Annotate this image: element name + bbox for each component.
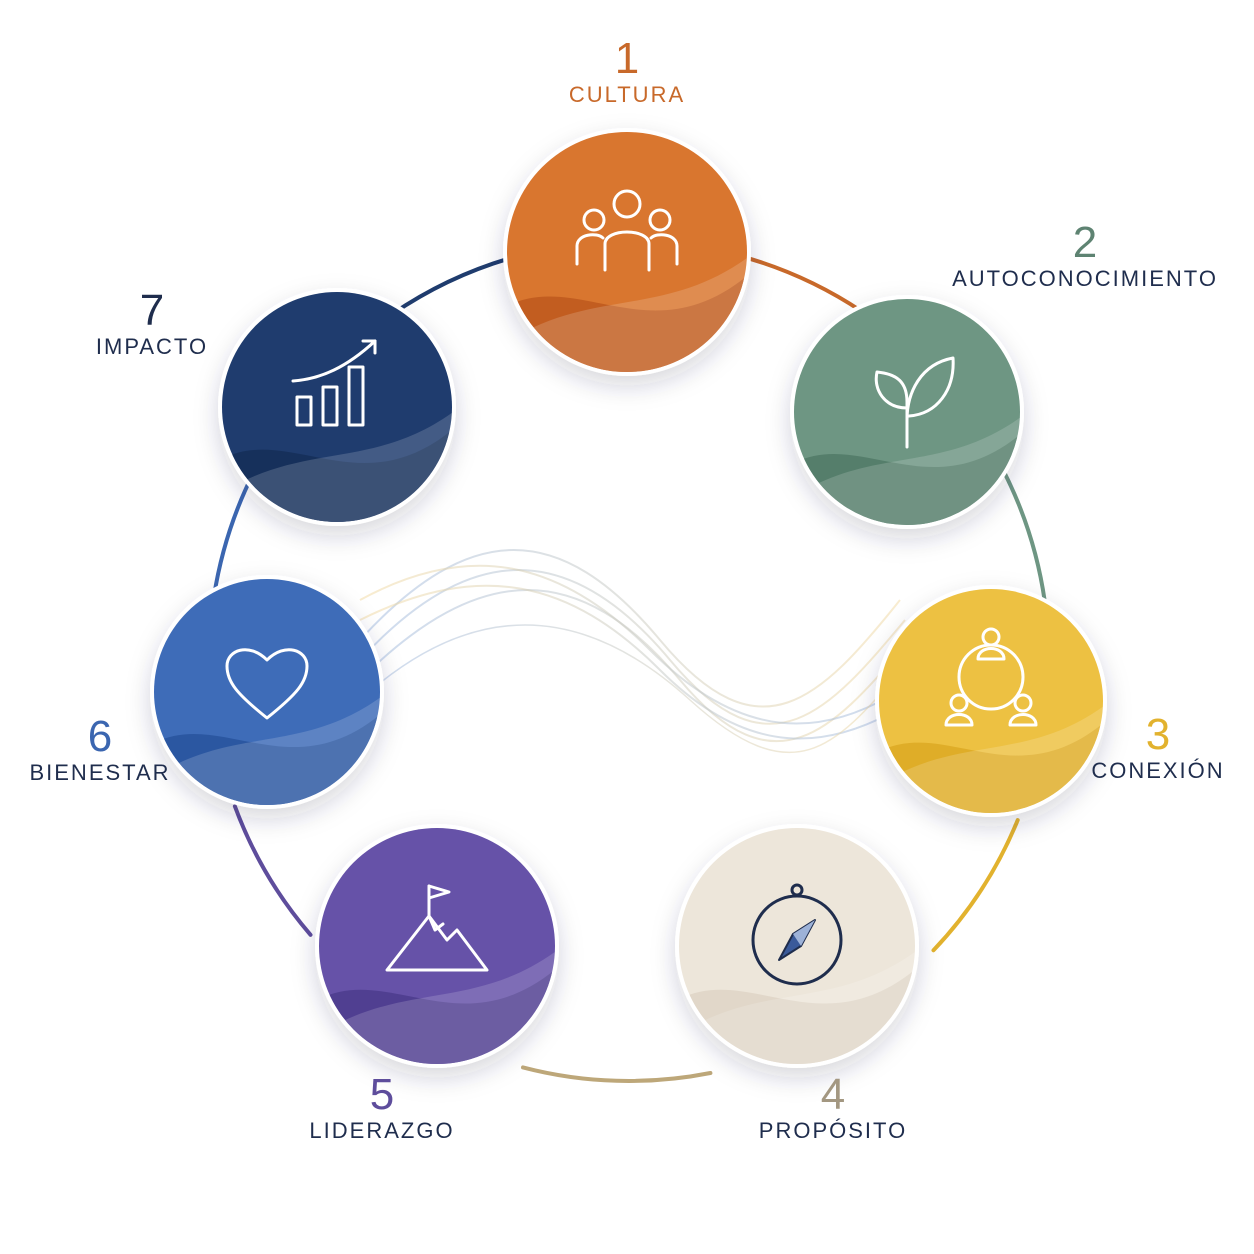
- mountain-flag-icon: [385, 884, 489, 972]
- node-name: BIENESTAR: [29, 760, 171, 785]
- ring-nodes: [150, 128, 1107, 1068]
- node-number: 4: [820, 1070, 846, 1119]
- flow-ribbons: [359, 549, 911, 754]
- connector-4: [521, 1065, 713, 1083]
- ribbon-line: [359, 624, 911, 754]
- node-number: 7: [139, 286, 165, 335]
- node-1: [503, 128, 751, 376]
- node-name: LIDERAZGO: [309, 1118, 455, 1143]
- ribbon-line: [359, 589, 911, 743]
- node-5: [315, 824, 559, 1068]
- connector-3: [931, 818, 1020, 953]
- ribbon-line: [359, 549, 901, 708]
- connector-1: [730, 251, 864, 314]
- node-number: 2: [1072, 218, 1098, 267]
- growth-chart-icon: [291, 339, 377, 427]
- node-3: [875, 585, 1107, 817]
- node-number: 1: [614, 34, 640, 83]
- connector-2: [999, 465, 1047, 604]
- ribbon-line: [359, 584, 906, 740]
- node-number: 6: [87, 712, 113, 761]
- node-name: PROPÓSITO: [758, 1118, 908, 1143]
- node-2: [790, 295, 1024, 529]
- ribbon-line: [359, 564, 901, 725]
- node-name: AUTOCONOCIMIENTO: [952, 266, 1218, 291]
- ribbon-line: [359, 569, 906, 725]
- node-7: [218, 288, 456, 526]
- connector-7: [389, 253, 524, 317]
- heart-icon: [225, 648, 309, 720]
- node-name: CULTURA: [568, 82, 686, 107]
- connector-5: [232, 804, 313, 937]
- node-name: IMPACTO: [95, 334, 209, 359]
- node-4: [675, 824, 919, 1068]
- network-people-icon: [944, 627, 1038, 727]
- compass-icon: [751, 883, 843, 986]
- node-number: 5: [369, 1070, 395, 1119]
- sprout-icon: [874, 356, 955, 449]
- node-name: CONEXIÓN: [1091, 758, 1225, 783]
- node-number: 3: [1145, 710, 1171, 759]
- node-6: [150, 575, 384, 809]
- people-group-icon: [575, 189, 679, 272]
